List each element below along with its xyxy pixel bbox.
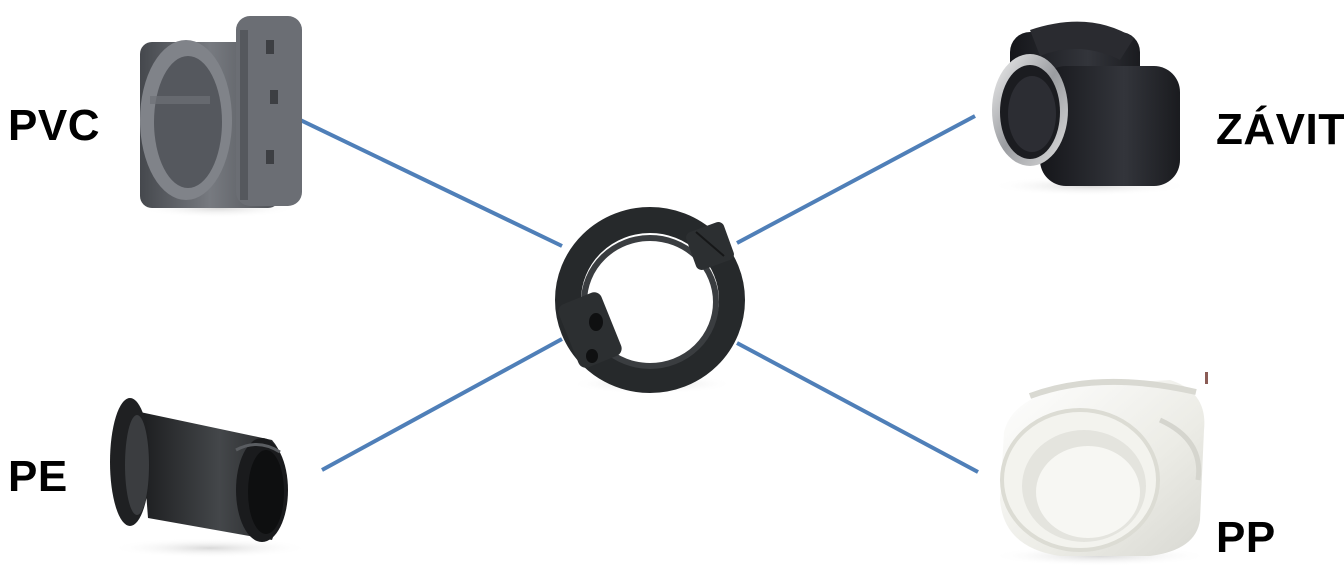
connector-lines [292, 116, 978, 472]
connector-line-pvc [292, 116, 562, 246]
clamp-ring-icon [556, 220, 736, 394]
connector-line-zavit [737, 116, 975, 243]
threaded-adapter-icon [990, 22, 1190, 196]
pvc-flange-adapter-icon [138, 16, 302, 218]
connector-line-pp [737, 343, 978, 472]
label-pvc: PVC [8, 104, 100, 148]
label-zavit: ZÁVIT [1216, 108, 1344, 152]
connector-line-pe [322, 339, 562, 470]
label-pe: PE [8, 455, 68, 499]
pp-flange-adapter-icon [990, 372, 1210, 566]
label-pp: PP [1216, 516, 1276, 560]
pe-stub-end-icon [110, 398, 310, 558]
